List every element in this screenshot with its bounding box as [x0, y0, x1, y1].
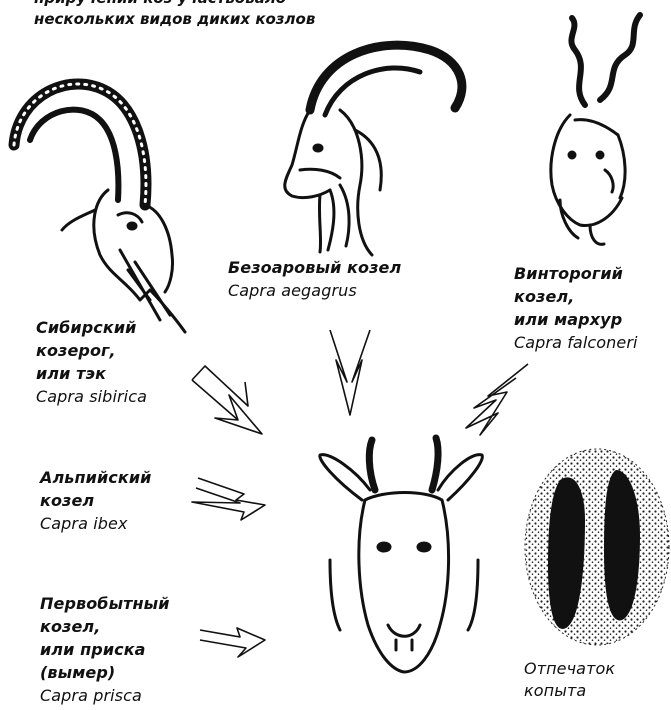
arrow-from-markhor	[466, 364, 528, 435]
markhor-name-2: козел,	[514, 285, 638, 308]
markhor-name-3: или мархур	[514, 308, 638, 331]
alpine-latin: Capra ibex	[40, 512, 151, 535]
arrow-from-prisca	[200, 628, 265, 657]
prisca-name-1: Первобытный	[40, 592, 170, 615]
domestic-goat-illustration	[320, 438, 483, 672]
arrow-from-alpine	[192, 478, 265, 520]
caption-markhor: Винторогий козел, или мархур Capra falco…	[514, 262, 638, 354]
prisca-latin: Capra prisca	[40, 684, 170, 707]
prisca-name-2: козел,	[40, 615, 170, 638]
arrow-from-siberian	[192, 366, 262, 434]
caption-prisca: Первобытный козел, или приска (вымер) Ca…	[40, 592, 170, 707]
caption-siberian: Сибирский козерог, или тэк Capra sibiric…	[36, 316, 147, 408]
bezoar-name-1: Безоаровый козел	[228, 256, 401, 279]
markhor-name-1: Винторогий	[514, 262, 638, 285]
caption-alpine: Альпийский козел Capra ibex	[40, 466, 151, 535]
siberian-ibex-illustration	[14, 84, 185, 332]
siberian-name-1: Сибирский	[36, 316, 147, 339]
bezoar-latin: Capra aegagrus	[228, 279, 401, 302]
siberian-latin: Capra sibirica	[36, 385, 147, 408]
caption-bezoar: Безоаровый козел Capra aegagrus	[228, 256, 401, 302]
bezoar-goat-illustration	[285, 45, 462, 255]
arrows	[192, 330, 528, 657]
alpine-name-2: козел	[40, 489, 151, 512]
markhor-illustration	[551, 15, 640, 244]
hoof-print-line-1: Отпечаток	[524, 658, 615, 680]
caption-hoof-print: Отпечаток копыта	[524, 658, 615, 702]
hoof-print-line-2: копыта	[524, 680, 615, 702]
arrow-from-bezoar	[330, 330, 370, 415]
alpine-name-1: Альпийский	[40, 466, 151, 489]
prisca-name-3: или приска	[40, 638, 170, 661]
markhor-latin: Capra falconeri	[514, 331, 638, 354]
siberian-name-3: или тэк	[36, 362, 147, 385]
siberian-name-2: козерог,	[36, 339, 147, 362]
prisca-name-4: (вымер)	[40, 661, 170, 684]
hoof-print-illustration	[525, 449, 669, 645]
